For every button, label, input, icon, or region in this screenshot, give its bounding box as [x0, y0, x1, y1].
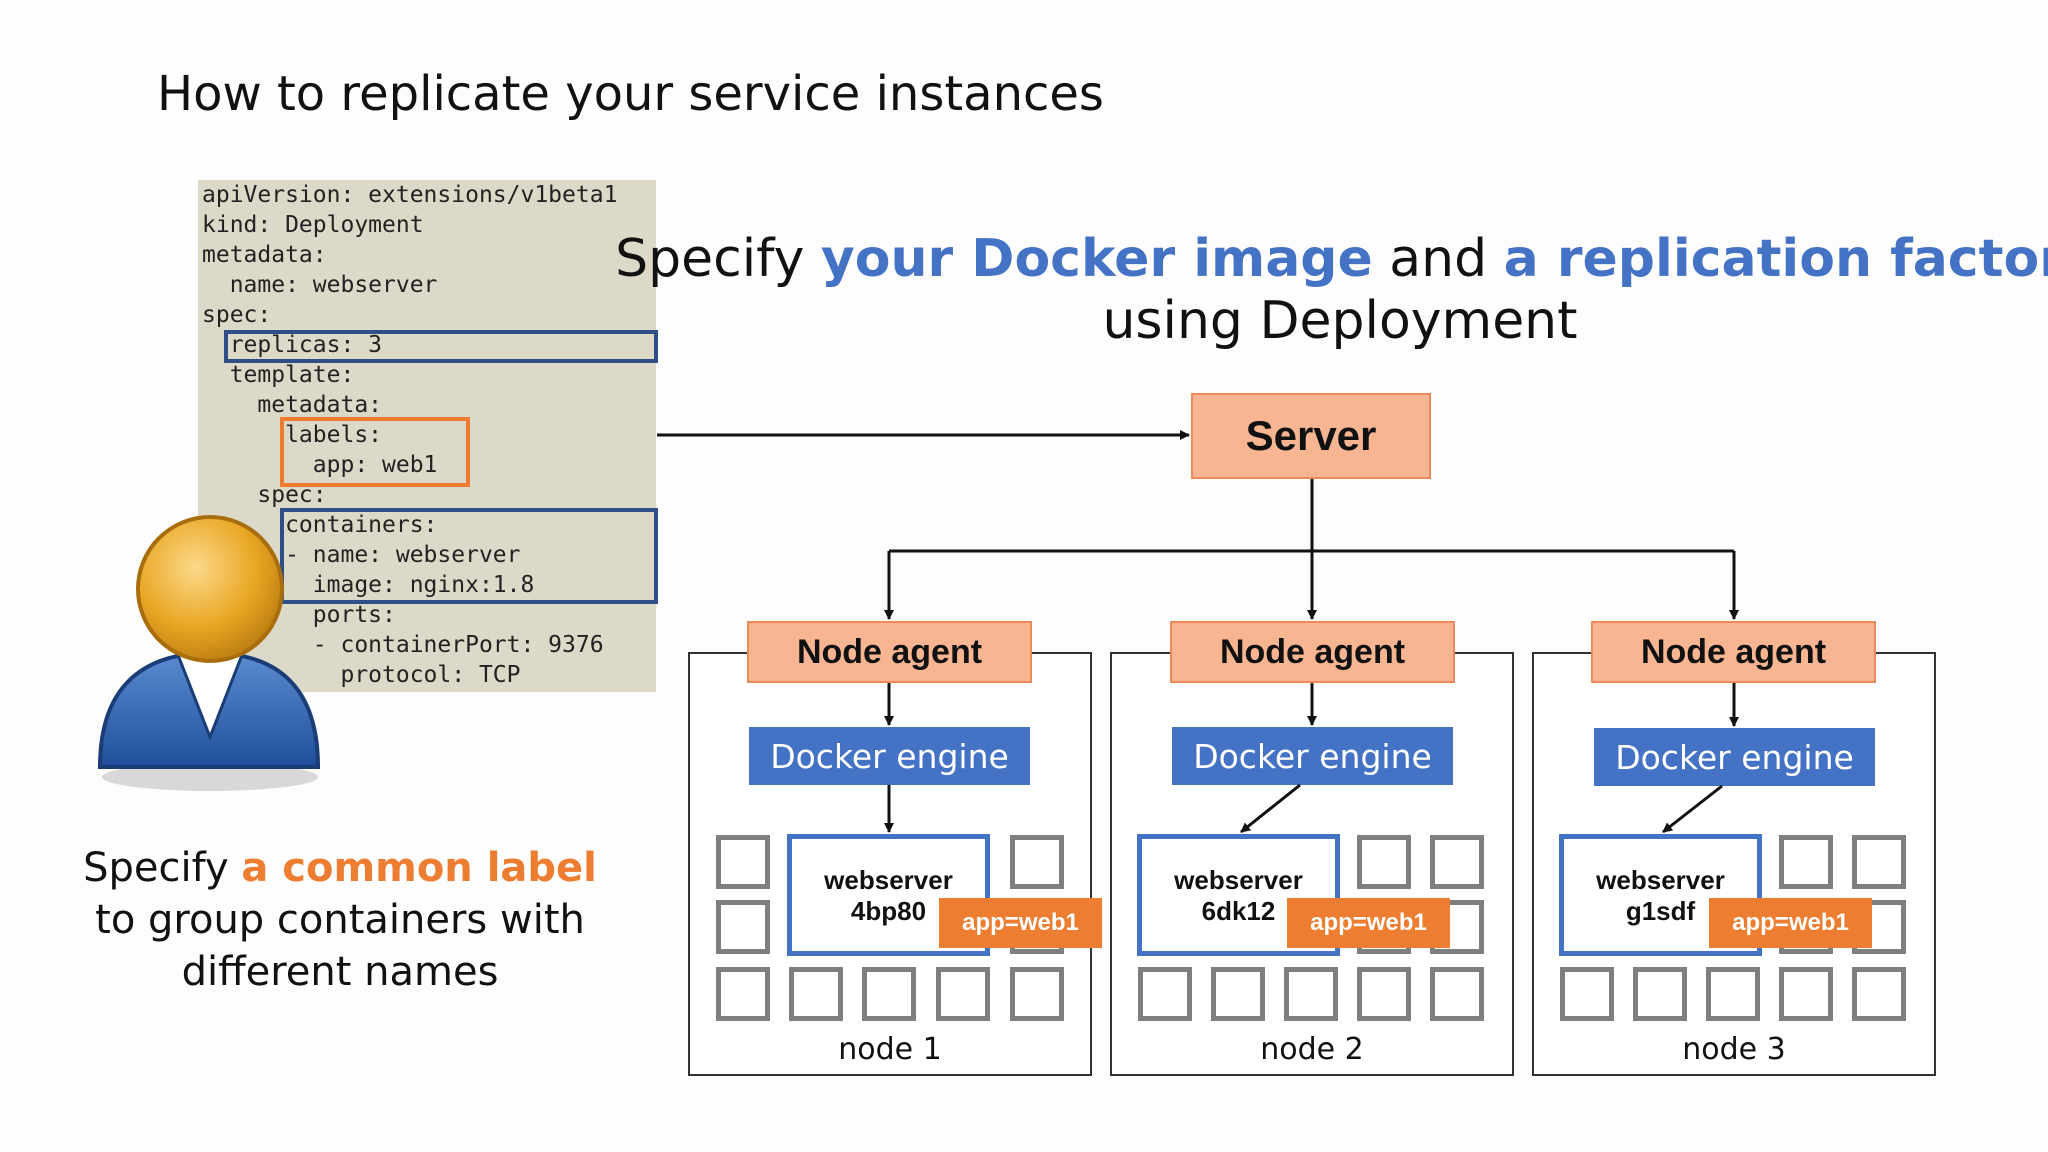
container-slot	[1211, 967, 1265, 1021]
container-id: 4bp80	[850, 896, 927, 926]
yaml-line: containers:	[202, 512, 438, 538]
headline-emphasis-replication: a replication factor	[1503, 229, 2048, 289]
node-agent-box: Node agent	[1170, 621, 1455, 683]
container-slot	[1852, 967, 1906, 1021]
container-slot	[1852, 835, 1906, 889]
app-label-badge: app=web1	[1287, 898, 1450, 948]
yaml-line: name: webserver	[202, 272, 438, 298]
yaml-line: labels:	[202, 422, 383, 448]
container-slot	[1706, 967, 1760, 1021]
container-slot	[789, 967, 843, 1021]
container-slot	[1284, 967, 1338, 1021]
label-note-line-3: different names	[181, 949, 499, 995]
server-box: Server	[1191, 393, 1431, 479]
label-note-line-1: Specify a common label	[60, 842, 620, 894]
app-label-badge: app=web1	[1709, 898, 1872, 948]
container-slot	[1138, 967, 1192, 1021]
yaml-line: image: nginx:1.8	[202, 572, 535, 598]
yaml-line: app: web1	[202, 452, 438, 478]
yaml-line: apiVersion: extensions/v1beta1	[202, 182, 618, 208]
container-name: webserver	[1174, 865, 1303, 895]
container-slot	[862, 967, 916, 1021]
headline-emphasis-image: your Docker image	[820, 229, 1373, 289]
label-note: Specify a common label to group containe…	[60, 842, 620, 998]
yaml-line: protocol: TCP	[202, 662, 521, 688]
container-slot	[1779, 835, 1833, 889]
container-slot	[1779, 967, 1833, 1021]
yaml-code-block: apiVersion: extensions/v1beta1 kind: Dep…	[198, 180, 658, 692]
container-slot	[1430, 835, 1484, 889]
container-slot	[1430, 967, 1484, 1021]
node-agent-box: Node agent	[1591, 621, 1876, 683]
label-note-emphasis: a common label	[241, 845, 597, 891]
container-slot	[1357, 967, 1411, 1021]
docker-engine-box: Docker engine	[749, 727, 1030, 785]
yaml-line: template:	[202, 362, 355, 388]
headline-text: Specify	[615, 229, 821, 289]
node-agent-box: Node agent	[747, 621, 1032, 683]
app-label-badge: app=web1	[939, 898, 1102, 948]
containers-highlight	[280, 508, 658, 604]
container-slot	[716, 900, 770, 954]
yaml-line: kind: Deployment	[202, 212, 424, 238]
labels-highlight	[280, 417, 470, 487]
container-id: g1sdf	[1625, 896, 1696, 926]
user-icon	[97, 515, 321, 791]
container-slot	[1010, 835, 1064, 889]
container-slot	[936, 967, 990, 1021]
container-slot	[716, 967, 770, 1021]
docker-engine-box: Docker engine	[1172, 727, 1453, 785]
node-name: node 2	[1260, 1032, 1364, 1067]
container-slot	[1357, 835, 1411, 889]
headline: Specify your Docker image and a replicat…	[600, 228, 2048, 352]
yaml-line: - name: webserver	[202, 542, 521, 568]
container-slot	[1633, 967, 1687, 1021]
container-slot	[1560, 967, 1614, 1021]
node-name: node 3	[1682, 1032, 1786, 1067]
label-note-text: Specify	[83, 845, 242, 891]
node-name: node 1	[838, 1032, 942, 1067]
yaml-line: ports:	[202, 602, 396, 628]
container-name: webserver	[824, 865, 953, 895]
label-note-line-2: to group containers with	[95, 897, 585, 943]
headline-line-2: using Deployment	[1102, 291, 1578, 351]
headline-line-1: Specify your Docker image and a replicat…	[600, 228, 2048, 290]
yaml-line: - containerPort: 9376	[202, 632, 604, 658]
docker-engine-box: Docker engine	[1594, 728, 1875, 786]
yaml-line: metadata:	[202, 242, 327, 268]
slide-title: How to replicate your service instances	[157, 66, 1104, 122]
replicas-highlight	[224, 330, 658, 363]
headline-text: and	[1372, 229, 1504, 289]
container-slot	[716, 835, 770, 889]
yaml-line: replicas: 3	[202, 332, 383, 358]
container-slot	[1010, 967, 1064, 1021]
container-id: 6dk12	[1201, 896, 1276, 926]
yaml-line: spec:	[202, 302, 272, 328]
yaml-line: metadata:	[202, 392, 383, 418]
container-name: webserver	[1596, 865, 1725, 895]
